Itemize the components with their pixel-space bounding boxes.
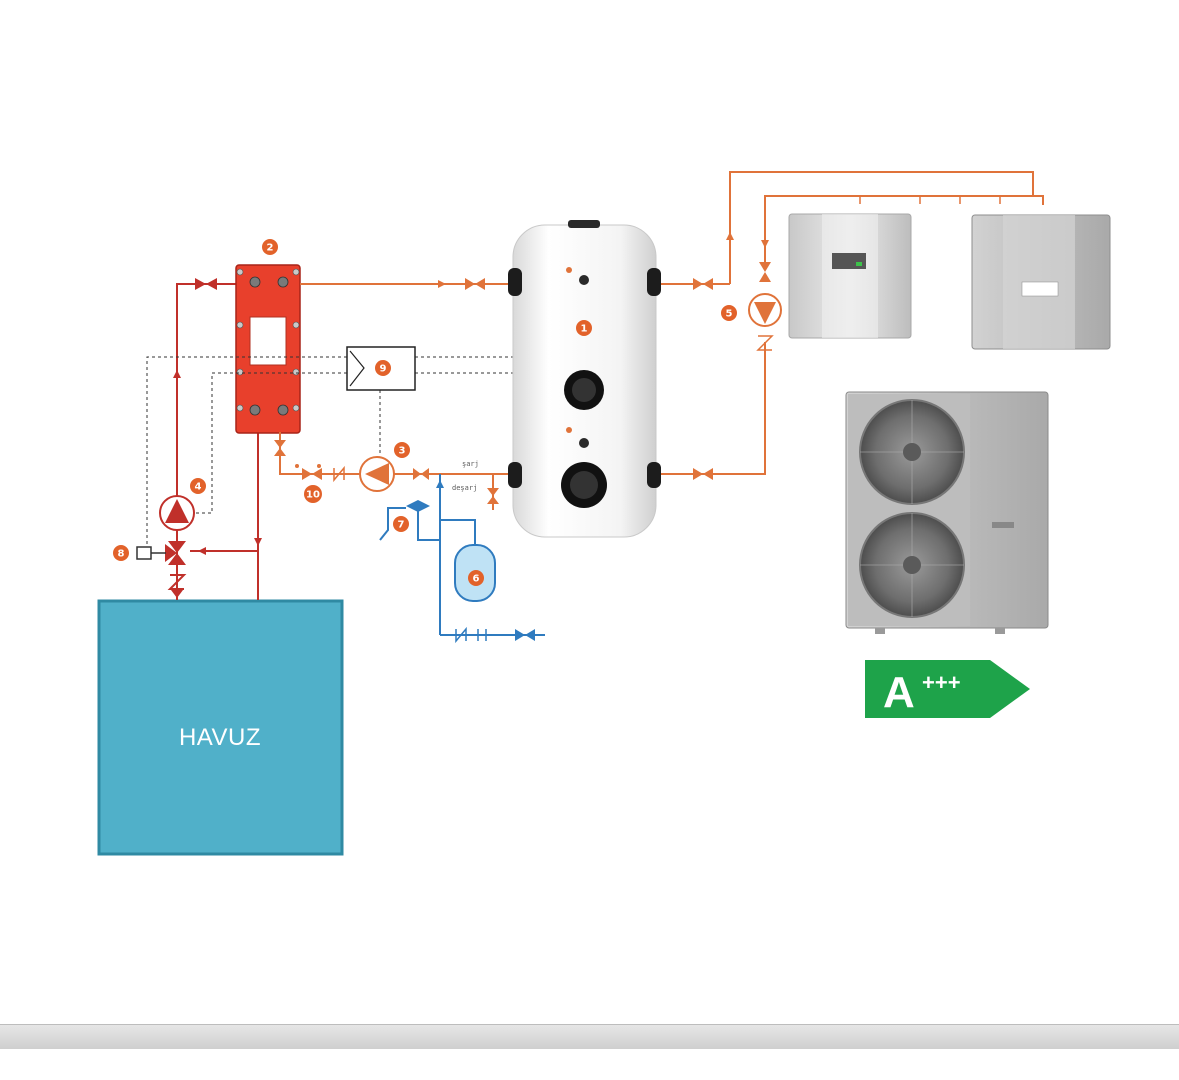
marker-label: 10: [306, 490, 320, 501]
indoor-unit-hydrobox: [971, 214, 1111, 350]
marker-7: 7: [393, 516, 409, 532]
three-way-valve: [165, 541, 186, 565]
marker-label: 2: [267, 243, 274, 254]
actuator-8: [136, 546, 152, 560]
bottom-scroll-bar[interactable]: [0, 1024, 1179, 1049]
marker-label: 1: [581, 324, 588, 335]
charge-pipe-label: şarj: [462, 460, 479, 468]
pool-label: HAVUZ: [179, 724, 261, 751]
indoor-unit-controller: [788, 213, 912, 339]
storage-tank: [508, 220, 661, 538]
pump-4: [159, 495, 195, 531]
collector-ticks: [859, 196, 1001, 204]
marker-10: 10: [304, 485, 322, 503]
valve-10: [295, 464, 345, 483]
marker-9: 9: [375, 360, 391, 376]
pool-circuit-arrows: [173, 370, 262, 555]
energy-rating-letter: A: [883, 668, 915, 717]
marker-label: 7: [398, 520, 405, 531]
marker-6: 6: [468, 570, 484, 586]
check-valve-pool: [167, 574, 187, 590]
marker-label: 4: [195, 482, 202, 493]
marker-2: 2: [262, 239, 278, 255]
marker-label: 8: [118, 549, 125, 560]
pump-3: [359, 456, 395, 492]
marker-8: 8: [113, 545, 129, 561]
pump-5: [748, 293, 782, 351]
component-markers: 1 2 3 4 5 6 7 8 9 10: [113, 239, 737, 586]
outdoor-heat-pump: [845, 391, 1049, 634]
cold-water-valves: [406, 480, 535, 644]
energy-rating-badge: A +++: [865, 660, 1030, 718]
marker-label: 9: [380, 364, 387, 375]
energy-rating-plus: +++: [922, 670, 961, 695]
marker-1: 1: [576, 320, 592, 336]
marker-5: 5: [721, 305, 737, 321]
valve-pool-return: [171, 590, 183, 598]
valve-exchanger-outlet: [274, 440, 286, 456]
marker-4: 4: [190, 478, 206, 494]
tank-circuit-valves: [413, 262, 771, 504]
plate-heat-exchanger: [235, 264, 301, 434]
marker-label: 3: [399, 446, 406, 457]
marker-3: 3: [394, 442, 410, 458]
marker-label: 5: [726, 309, 733, 320]
marker-label: 6: [473, 574, 480, 585]
pool-basin: HAVUZ: [97, 599, 344, 856]
control-signal-lines: [146, 270, 569, 547]
discharge-pipe-label: deşarj: [452, 484, 477, 492]
valve-pool-supply: [195, 278, 217, 290]
